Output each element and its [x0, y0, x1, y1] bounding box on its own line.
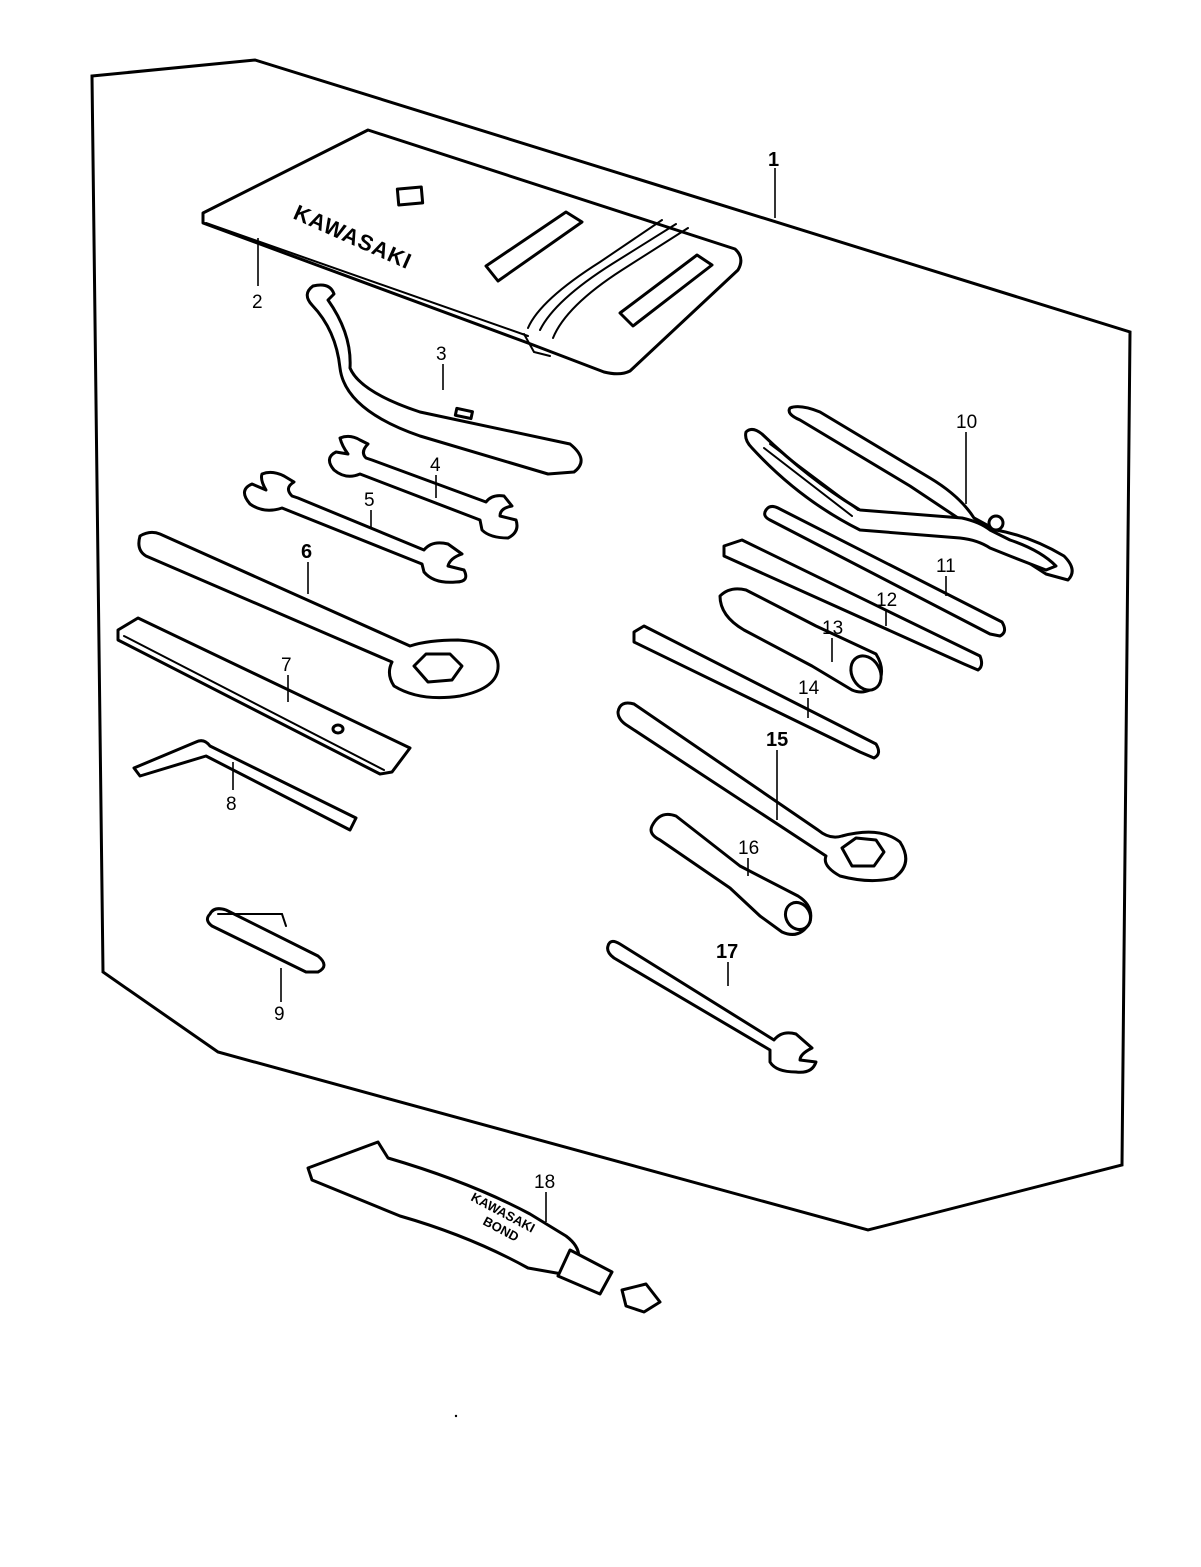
tool-kit-frame: [90, 58, 1132, 1232]
callout-17: 17: [716, 941, 738, 963]
callout-8: 8: [226, 794, 237, 815]
box-end-wrench-large: [616, 701, 908, 883]
callout-2: 2: [252, 292, 263, 313]
callout-11: 11: [936, 556, 956, 577]
small-spanner: [205, 907, 326, 974]
callout-3: 3: [436, 344, 447, 365]
callout-15: 15: [766, 729, 788, 751]
spark-plug-socket-wrench: [649, 812, 813, 936]
tire-lever-bar: [116, 616, 412, 776]
open-end-wrench-thin: [606, 939, 818, 1074]
kawasaki-bond-tube: KAWASAKI BOND: [306, 1140, 662, 1314]
callout-16: 16: [738, 838, 759, 859]
open-end-wrench-medium: [243, 470, 468, 584]
callout-14: 14: [798, 678, 820, 699]
hook-spanner: [305, 283, 583, 476]
callout-6: 6: [301, 541, 312, 563]
screwdriver-phillips: [763, 504, 1007, 638]
callout-10: 10: [956, 412, 977, 433]
callout-18: 18: [534, 1172, 555, 1193]
box-end-wrench: [137, 530, 500, 700]
hex-key-l-wrench: [132, 739, 358, 832]
callout-1: 1: [768, 149, 779, 171]
pliers: [744, 405, 1074, 582]
tool-pouch: KAWASAKI: [201, 128, 743, 376]
callout-9: 9: [274, 1004, 285, 1025]
extension-bar: [632, 624, 881, 760]
callout-7: 7: [281, 655, 292, 676]
screwdriver-flat: [722, 538, 984, 672]
screwdriver-handle: [718, 587, 883, 694]
open-end-wrench-small: [328, 434, 519, 540]
stray-dot: [454, 1414, 458, 1418]
callout-4: 4: [430, 455, 441, 476]
callout-12: 12: [876, 590, 897, 611]
callout-5: 5: [364, 490, 375, 511]
callout-13: 13: [822, 618, 843, 639]
